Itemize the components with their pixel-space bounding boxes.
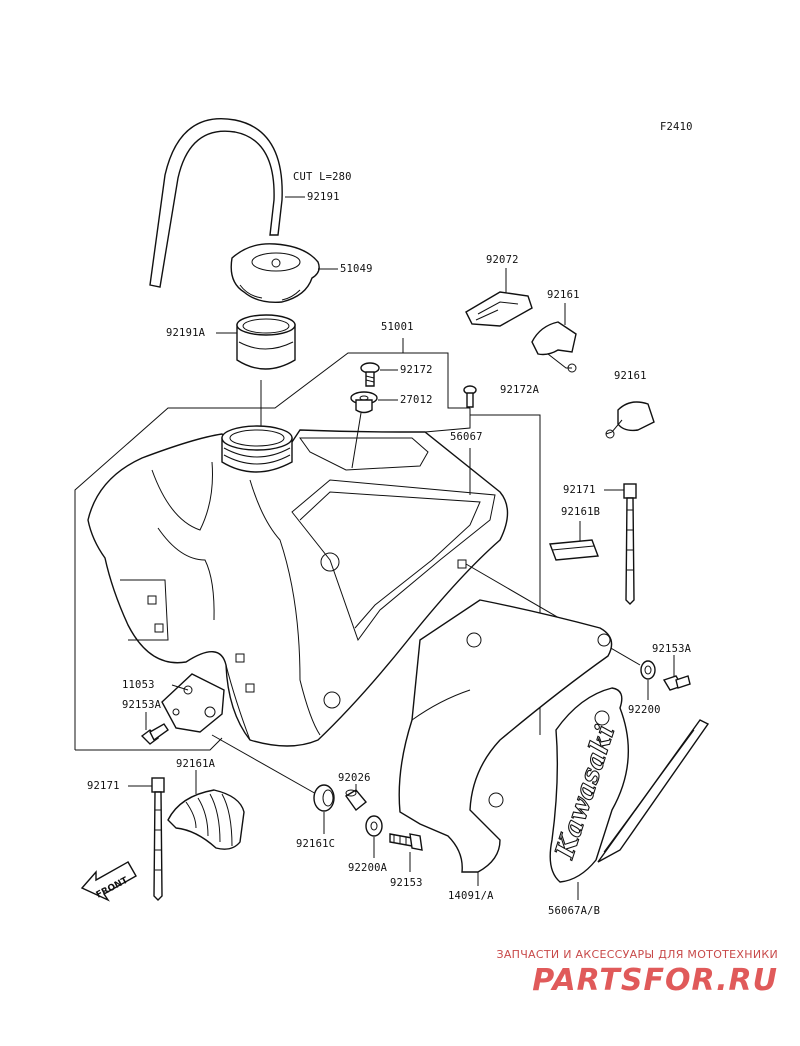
washer-92200[interactable] [640, 660, 656, 680]
label-92153: 92153 [390, 877, 423, 889]
mount-axis-left [211, 734, 319, 796]
front-arrow: FRONT [80, 861, 137, 902]
collar-92026[interactable] [344, 789, 367, 812]
label-92161A: 92161A [176, 758, 216, 770]
label-92200A: 92200A [348, 862, 388, 874]
figure-code: F2410 [660, 121, 693, 133]
label-27012: 27012 [400, 394, 433, 406]
label-56067AB: 56067A/B [548, 905, 600, 917]
label-92191: 92191 [307, 191, 340, 203]
collar-27012[interactable] [350, 391, 378, 414]
side-cover-14091[interactable] [398, 599, 613, 873]
bracket-11053[interactable] [161, 673, 225, 733]
cut-note: CUT L=280 [293, 171, 352, 183]
label-92172A: 92172A [500, 384, 540, 396]
watermark-brand: PARTSFOR.RU [532, 963, 778, 998]
filler-neck-ring[interactable] [236, 314, 296, 370]
rubber-pad-92161A[interactable] [167, 789, 245, 850]
label-92171-left: 92171 [87, 780, 120, 792]
bolt-92153[interactable] [389, 833, 423, 851]
tank-bracket-base [75, 737, 223, 751]
label-92026: 92026 [338, 772, 371, 784]
label-92161-mid: 92161 [614, 370, 647, 382]
breather-hose[interactable] [149, 118, 283, 288]
label-14091: 14091/A [448, 890, 494, 902]
label-92200: 92200 [628, 704, 661, 716]
cable-tie-left[interactable] [151, 777, 165, 901]
cable-tie-right[interactable] [623, 483, 637, 605]
tank-assembly-bracket [74, 352, 470, 750]
clamp-92161-middle[interactable] [605, 401, 655, 439]
label-92153A-left: 92153A [122, 699, 162, 711]
grommet-92161C[interactable] [313, 784, 335, 812]
screw-92172A[interactable] [463, 385, 477, 408]
watermark: ЗАПЧАСТИ И АКСЕССУАРЫ ДЛЯ МОТОТЕХНИКИ PA… [458, 948, 778, 998]
bolt-92153A-left[interactable] [140, 723, 169, 745]
label-92153A-right: 92153A [652, 643, 692, 655]
label-92161-top: 92161 [547, 289, 580, 301]
label-56067: 56067 [450, 431, 483, 443]
label-51001: 51001 [381, 321, 414, 333]
decal-56067AB[interactable]: Kawasaki [549, 687, 710, 883]
label-92161B: 92161B [561, 506, 600, 518]
clamp-92161-upper[interactable] [531, 321, 577, 373]
label-92161C: 92161C [296, 838, 335, 850]
label-92171-right: 92171 [563, 484, 596, 496]
fuel-cap[interactable] [230, 243, 320, 303]
label-51049: 51049 [340, 263, 373, 275]
washer-92200A[interactable] [365, 815, 383, 837]
label-92072: 92072 [486, 254, 519, 266]
label-92172: 92172 [400, 364, 433, 376]
watermark-tagline: ЗАПЧАСТИ И АКСЕССУАРЫ ДЛЯ МОТОТЕХНИКИ [496, 948, 778, 961]
rubber-pad-92161B[interactable] [549, 539, 599, 561]
tank-filler-neck [221, 425, 293, 473]
label-92191A: 92191A [166, 327, 206, 339]
strap-92072[interactable] [465, 291, 533, 327]
bolt-92153A-right[interactable] [662, 675, 691, 691]
screw-92172[interactable] [360, 362, 380, 387]
label-11053: 11053 [122, 679, 155, 691]
